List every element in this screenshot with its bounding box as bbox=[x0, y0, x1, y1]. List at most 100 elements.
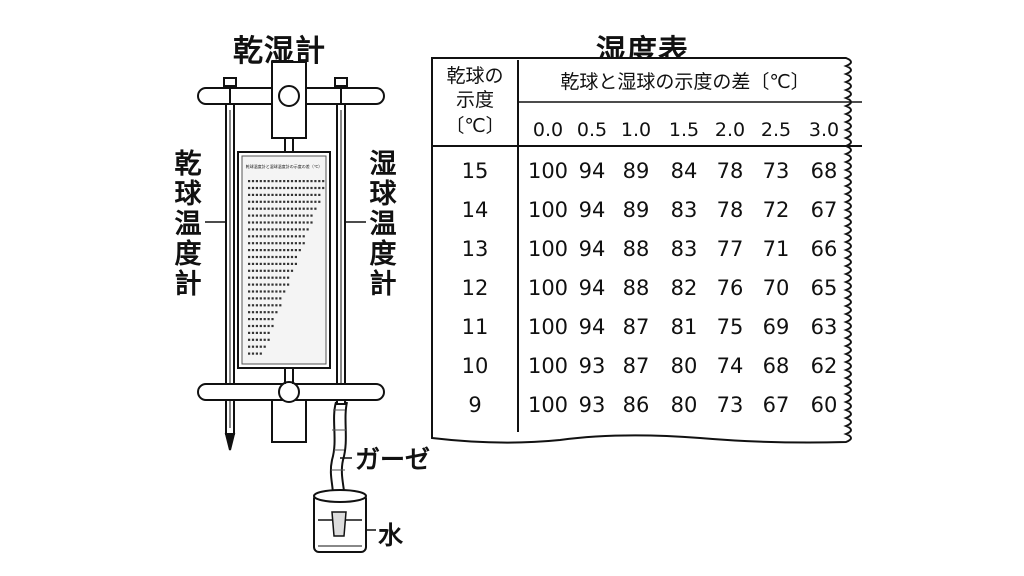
mini-chart-dot bbox=[279, 221, 282, 224]
mini-chart-dot bbox=[279, 304, 282, 307]
mini-chart-dot bbox=[302, 214, 305, 217]
mini-chart-dot bbox=[259, 324, 262, 328]
dry-temp-cell: 11 bbox=[462, 315, 489, 339]
mini-chart-dot bbox=[259, 262, 262, 265]
humidity-cell: 77 bbox=[717, 237, 744, 261]
mini-chart-dot bbox=[279, 200, 282, 203]
mini-chart-dot bbox=[255, 324, 258, 328]
mini-chart-dot bbox=[271, 186, 274, 190]
mini-chart-dot bbox=[298, 249, 301, 252]
mini-chart-dot bbox=[287, 214, 290, 217]
mini-chart-dot bbox=[263, 262, 266, 265]
mini-chart-dot bbox=[290, 200, 294, 203]
mini-chart-dot bbox=[259, 214, 262, 217]
mini-chart-dot bbox=[259, 221, 262, 224]
mini-chart-dot bbox=[255, 304, 258, 307]
mini-chart-dot bbox=[251, 255, 255, 259]
mini-chart-dot bbox=[322, 186, 325, 190]
mini-chart-dot bbox=[279, 193, 282, 196]
mini-chart-dot bbox=[263, 345, 266, 348]
mini-chart-dot bbox=[279, 207, 282, 210]
mini-chart-dot bbox=[287, 283, 290, 286]
mini-chart-dot bbox=[248, 262, 251, 265]
dry-temp-cell: 9 bbox=[468, 393, 481, 417]
diff-header-cell: 0.0 bbox=[533, 119, 563, 141]
humidity-cell: 73 bbox=[763, 159, 790, 183]
mini-chart-dot bbox=[267, 235, 270, 238]
mini-chart-dot bbox=[302, 186, 305, 190]
mini-chart-dot bbox=[279, 262, 282, 265]
mini-chart-dot bbox=[275, 311, 278, 314]
mini-chart-dot bbox=[306, 228, 309, 231]
mini-chart-dot bbox=[251, 352, 255, 355]
mini-chart-dot bbox=[251, 180, 255, 183]
mini-chart-dot bbox=[310, 193, 313, 196]
mini-chart-dot bbox=[251, 345, 255, 348]
mini-chart-dot bbox=[279, 276, 282, 279]
mini-chart-dot bbox=[267, 338, 270, 341]
mini-chart-dot bbox=[267, 200, 270, 203]
mini-chart-dot bbox=[302, 228, 305, 231]
mini-chart-dot bbox=[294, 186, 297, 190]
mini-chart-dot bbox=[263, 207, 266, 210]
mini-chart-dot bbox=[259, 304, 262, 307]
humidity-cell: 73 bbox=[717, 393, 744, 417]
mini-chart-dot bbox=[251, 318, 255, 321]
humidity-cell: 62 bbox=[811, 354, 838, 378]
humidity-cell: 88 bbox=[623, 237, 650, 261]
humidity-cell: 93 bbox=[579, 393, 606, 417]
mini-chart-dot bbox=[279, 235, 282, 238]
mini-chart-dot bbox=[279, 269, 282, 272]
humidity-cell: 94 bbox=[579, 276, 606, 300]
mini-chart-dot bbox=[248, 290, 251, 293]
mini-chart-dot bbox=[302, 193, 305, 196]
mini-chart-dot bbox=[287, 221, 290, 224]
mini-chart-dot bbox=[290, 214, 294, 217]
mini-chart-dot bbox=[279, 297, 282, 300]
mini-chart-dot bbox=[255, 290, 258, 293]
dry-bulb-label: 乾球温度計 bbox=[174, 149, 202, 300]
mini-chart-dot bbox=[251, 228, 255, 231]
mini-chart-dot bbox=[259, 228, 262, 231]
mini-chart-dot bbox=[248, 304, 251, 307]
humidity-cell: 63 bbox=[811, 315, 838, 339]
mini-chart-dot bbox=[314, 180, 317, 183]
mini-chart-dot bbox=[271, 207, 274, 210]
mini-chart-header: 乾球温度計と湿球温度計の示度の差（℃） bbox=[246, 163, 323, 169]
mini-chart-dot bbox=[263, 242, 266, 245]
mini-chart-dot bbox=[283, 228, 286, 231]
mini-chart-dot bbox=[290, 235, 294, 238]
mini-chart-dot bbox=[271, 297, 274, 300]
mini-chart-dot bbox=[267, 255, 270, 259]
humidity-cell: 100 bbox=[528, 237, 568, 261]
mini-chart-dot bbox=[283, 200, 286, 203]
mini-chart-dot bbox=[275, 283, 278, 286]
mini-chart-dot bbox=[248, 249, 251, 252]
mini-chart-dot bbox=[259, 207, 262, 210]
mini-chart-dot bbox=[298, 221, 301, 224]
mini-chart-dot bbox=[263, 283, 266, 286]
header-dry-line1: 乾球の bbox=[446, 65, 503, 87]
mini-chart-dot bbox=[306, 207, 309, 210]
mini-chart-dot bbox=[259, 242, 262, 245]
mini-chart-dot bbox=[275, 228, 278, 231]
mini-chart-dot bbox=[263, 255, 266, 259]
mini-chart-dot bbox=[279, 214, 282, 217]
mini-chart-dot bbox=[251, 311, 255, 314]
mini-chart-dot bbox=[275, 262, 278, 265]
mini-chart-dot bbox=[267, 276, 270, 279]
mini-chart-dot bbox=[287, 276, 290, 279]
mini-chart-dot bbox=[263, 228, 266, 231]
mini-chart-dot bbox=[263, 200, 266, 203]
mini-chart-dot bbox=[248, 207, 251, 210]
humidity-cell: 80 bbox=[671, 354, 698, 378]
header-dry-line3: 〔℃〕 bbox=[445, 115, 504, 137]
mini-chart-dot bbox=[271, 269, 274, 272]
humidity-cell: 78 bbox=[717, 198, 744, 222]
mini-chart-dot bbox=[306, 193, 309, 196]
mini-chart-dot bbox=[306, 214, 309, 217]
mini-chart-dot bbox=[298, 180, 301, 183]
mini-chart-dot bbox=[267, 269, 270, 272]
